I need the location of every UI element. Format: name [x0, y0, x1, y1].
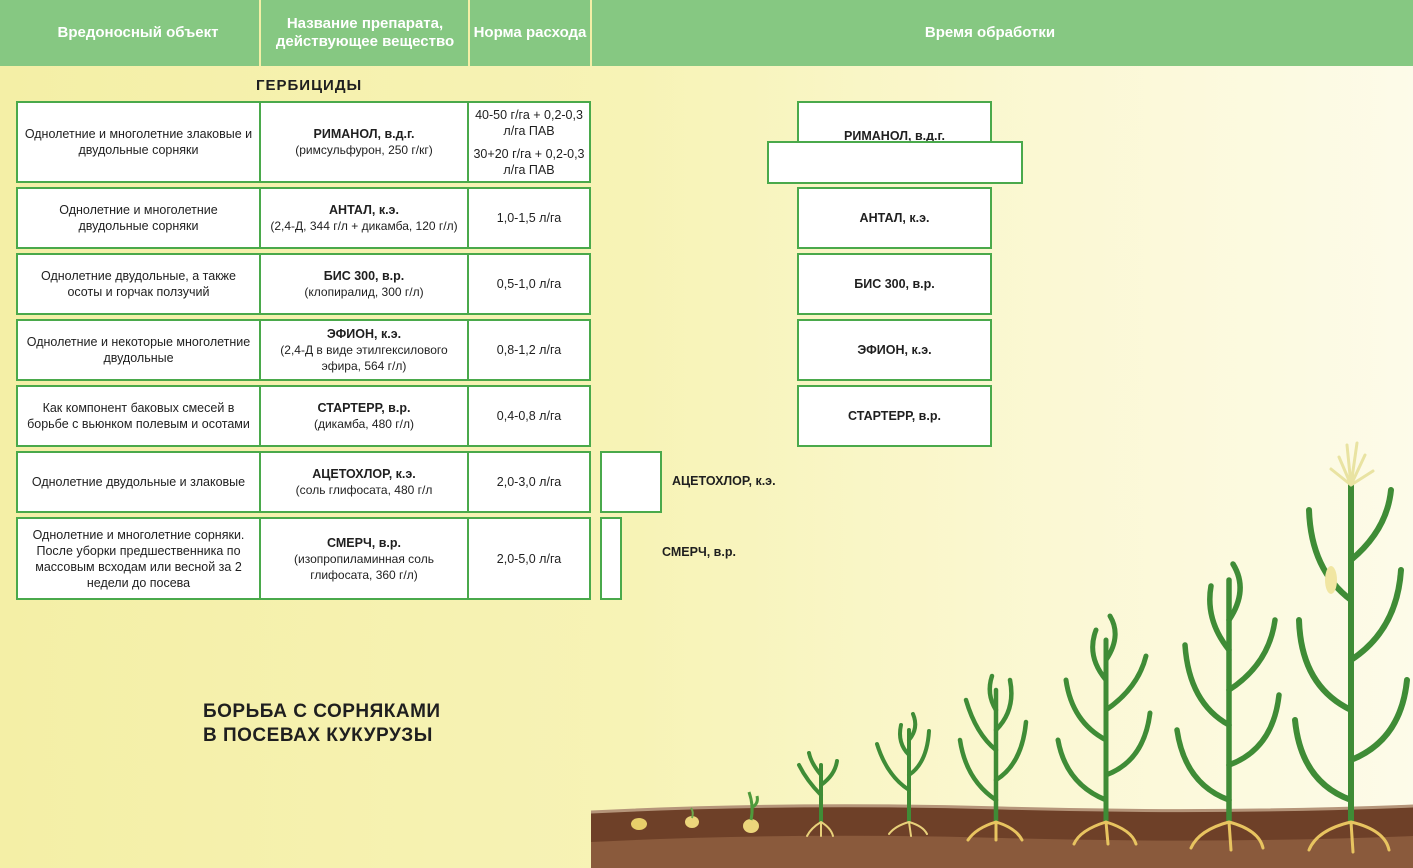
rate-cell: 0,8-1,2 л/га: [467, 319, 591, 381]
header-divider: [468, 0, 470, 66]
page-title: БОРЬБА С СОРНЯКАМИ В ПОСЕВАХ КУКУРУЗЫ: [203, 700, 441, 748]
table-row: Однолетние и многолетние злаковые и двуд…: [16, 101, 591, 183]
rate-cell: 0,4-0,8 л/га: [467, 385, 591, 447]
preparation-cell: РИМАНОЛ, в.д.г. (римсульфурон, 250 г/кг): [259, 101, 469, 183]
timing-label-acetochlor: АЦЕТОХЛОР, к.э.: [672, 474, 776, 488]
header-preparation: Название препарата, действующее вещество: [275, 15, 455, 50]
section-title: ГЕРБИЦИДЫ: [256, 77, 363, 94]
corn-sprout: [690, 807, 694, 819]
timing-box-smerch: [600, 517, 622, 600]
soil-layer: [591, 835, 1413, 868]
rate-cell: 2,0-5,0 л/га: [467, 517, 591, 600]
preparation-cell: АНТАЛ, к.э. (2,4-Д, 344 г/л + дикамба, 12…: [259, 187, 469, 249]
prep-name: СМЕРЧ, в.р.: [327, 535, 401, 550]
target-cell: Однолетние двудольные и злаковые: [16, 451, 261, 513]
prep-name: ЭФИОН, к.э.: [326, 327, 402, 341]
preparation-cell: БИС 300, в.р. (клопиралид, 300 г/л): [259, 253, 469, 315]
target-cell: Однолетние и некоторые многолетние двудо…: [16, 319, 261, 381]
prep-name: АЦЕТОХЛОР, к.э.: [312, 467, 416, 481]
rate-cell: 0,5-1,0 л/га: [467, 253, 591, 315]
prep-substance: (римсульфурон, 250 г/кг): [295, 143, 433, 157]
header-target: Вредоносный объект: [57, 24, 219, 41]
corn-seed: [631, 818, 647, 830]
corn-plant: [875, 712, 931, 837]
target-cell: Как компонент баковых смесей в борьбе с …: [16, 385, 261, 447]
table-row: Однолетние двудольные и злаковые АЦЕТОХЛ…: [16, 451, 591, 513]
prep-substance: (дикамба, 480 г/л): [313, 417, 414, 431]
prep-name: РИМАНОЛ, в.д.г.: [313, 127, 415, 141]
rate-cell: 1,0-1,5 л/га: [467, 187, 591, 249]
corn-cob: [1325, 566, 1337, 594]
corn-growth-illustration: [591, 441, 1413, 868]
preparation-cell: СМЕРЧ, в.р.(изопропиламинная соль глифос…: [259, 517, 469, 600]
table-row: Как компонент баковых смесей в борьбе с …: [16, 385, 591, 447]
header-divider: [259, 0, 261, 66]
target-cell: Однолетние двудольные, а также осоты и г…: [16, 253, 261, 315]
preparation-cell: АЦЕТОХЛОР, к.э. (соль глифосата, 480 г/л: [259, 451, 469, 513]
prep-substance: (соль глифосата, 480 г/л: [295, 483, 433, 497]
corn-seed: [685, 816, 699, 828]
prep-substance: (изопропиламинная соль глифосата, 360 г/…: [294, 551, 434, 582]
timing-box-starterr: СТАРТЕРР, в.р.: [797, 385, 992, 447]
prep-substance: (2,4-Д в виде этилгексилового эфира, 564…: [280, 343, 448, 373]
prep-name: БИС 300, в.р.: [323, 269, 405, 283]
timing-label-smerch: СМЕРЧ, в.р.: [662, 545, 736, 559]
target-cell: Однолетние и многолетние двудольные сорн…: [16, 187, 261, 249]
table-row: Однолетние и многолетние сорняки. После …: [16, 517, 591, 600]
rate-value: 30+20 г/га + 0,2-0,3 л/га ПАВ: [473, 146, 585, 177]
header-timing: Время обработки: [924, 24, 1056, 41]
prep-substance: (2,4-Д, 344 г/л + дикамба, 120 г/л): [270, 219, 458, 233]
soil-surface: [591, 804, 1413, 814]
rate-value: 40-50 г/га + 0,2-0,3 л/га ПАВ: [475, 107, 583, 138]
table-row: Однолетние и многолетние двудольные сорн…: [16, 187, 591, 249]
corn-plant: [1174, 561, 1282, 852]
prep-substance: (клопиралид, 300 г/л): [304, 285, 424, 299]
target-cell: Однолетние и многолетние злаковые и двуд…: [16, 101, 261, 183]
timing-box-antal: АНТАЛ, к.э.: [797, 187, 992, 249]
header-rate: Норма расхода: [473, 24, 587, 41]
corn-seed: [743, 819, 759, 833]
timing-box-bis: БИС 300, в.р.: [797, 253, 992, 315]
table-row: Однолетние двудольные, а также осоты и г…: [16, 253, 591, 315]
table-header: Вредоносный объект Название препарата, д…: [0, 0, 1413, 66]
corn-plant: [957, 673, 1029, 842]
corn-plant: [1055, 613, 1153, 846]
preparation-cell: ЭФИОН, к.э. (2,4-Д в виде этилгексилового…: [259, 319, 469, 381]
corn-plant: [797, 751, 839, 837]
timing-box-acetochlor: [600, 451, 662, 513]
table-row: Однолетние и некоторые многолетние двудо…: [16, 319, 591, 381]
corn-tassel: [1329, 441, 1375, 487]
rate-cell: 40-50 г/га + 0,2-0,3 л/га ПАВ 30+20 г/га…: [467, 101, 591, 183]
rate-cell: 2,0-3,0 л/га: [467, 451, 591, 513]
timing-box-rimanol-split: [767, 141, 1023, 184]
corn-sprout: [747, 791, 759, 821]
title-line: БОРЬБА С СОРНЯКАМИ: [203, 701, 441, 722]
corn-plant: [1292, 477, 1410, 854]
title-line: В ПОСЕВАХ КУКУРУЗЫ: [203, 725, 433, 746]
target-cell: Однолетние и многолетние сорняки. После …: [16, 517, 261, 600]
header-divider: [590, 0, 592, 66]
preparation-cell: СТАРТЕРР, в.р. (дикамба, 480 г/л): [259, 385, 469, 447]
prep-name: СТАРТЕРР, в.р.: [317, 401, 411, 415]
prep-name: АНТАЛ, к.э.: [329, 203, 399, 217]
timing-box-efion: ЭФИОН, к.э.: [797, 319, 992, 381]
